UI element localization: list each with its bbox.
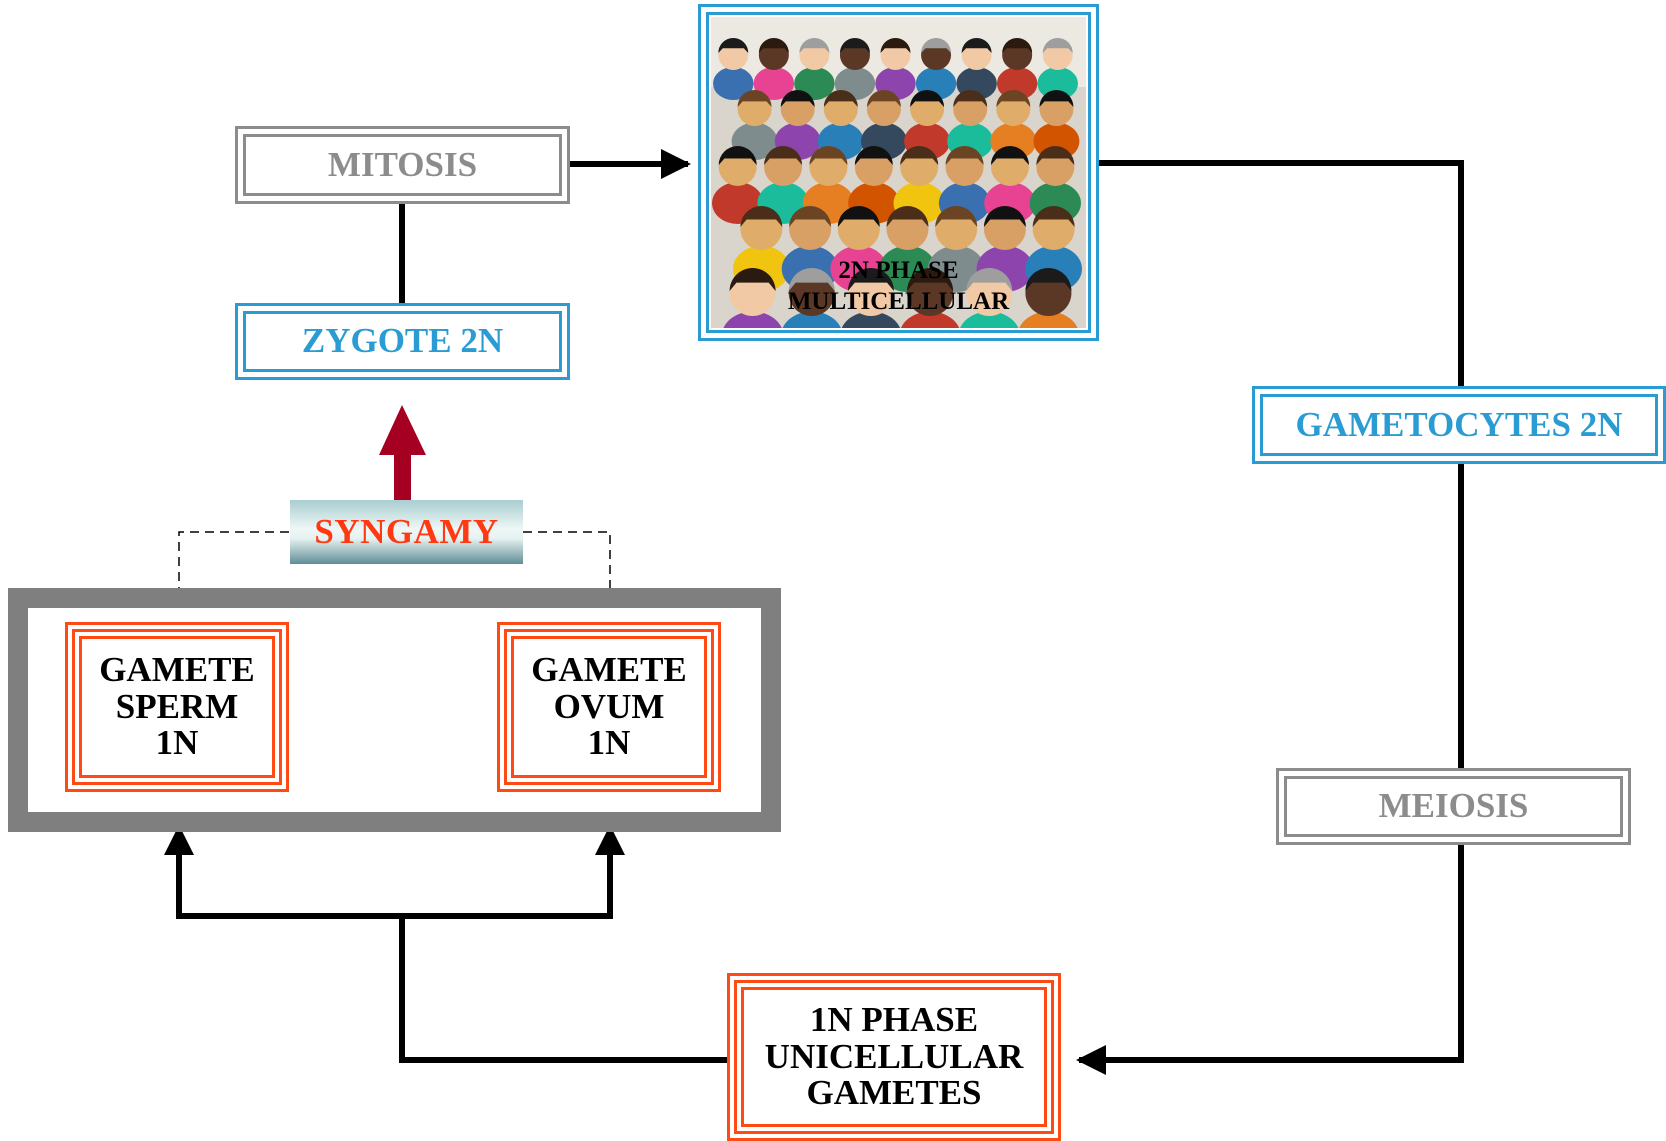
- crowd-figure-body: [753, 67, 795, 100]
- syngamy-arrow: [379, 405, 426, 502]
- crowd-figure-body: [960, 311, 1019, 328]
- gamete-sperm-line2: SPERM: [115, 686, 239, 726]
- crowd-figure-hair: [996, 90, 1031, 107]
- crowd-figure-hair: [1036, 146, 1075, 165]
- crowd-figure-body: [900, 311, 960, 328]
- crowd-figure-hair: [737, 90, 772, 107]
- zygote-box: ZYGOTE 2N: [235, 303, 570, 380]
- haploid-phase-line2: UNICELLULAR: [764, 1036, 1024, 1076]
- haploid-phase-box: 1N PHASE UNICELLULAR GAMETES: [727, 973, 1061, 1141]
- crowd-figure-hair: [729, 268, 776, 291]
- meiosis-box: MEIOSIS: [1276, 768, 1631, 845]
- crowd-illustration: [711, 17, 1086, 328]
- arrow-to-gamete-sperm: [164, 825, 402, 919]
- crowd-figure-hair: [921, 38, 952, 53]
- crowd-figure-hair: [809, 146, 848, 165]
- gamete-ovum-line1: GAMETE: [531, 649, 687, 689]
- crowd-figure-hair: [837, 206, 880, 227]
- crowd-figure-hair: [718, 38, 749, 53]
- gametocytes-box: GAMETOCYTES 2N: [1252, 386, 1666, 464]
- line-haploid-phase-to-gametes: [399, 916, 727, 1063]
- crowd-figure-hair: [799, 38, 830, 53]
- crowd-figure-body: [841, 311, 901, 328]
- syngamy-label: SYNGAMY: [314, 512, 499, 551]
- crowd-figure-body: [713, 67, 754, 100]
- gamete-ovum-line2: OVUM: [553, 686, 665, 726]
- crowd-figure-hair: [839, 38, 870, 53]
- arrow-to-gamete-ovum: [402, 825, 625, 919]
- gamete-sperm-box: GAMETE SPERM 1N: [65, 622, 289, 792]
- line-diploid-phase-to-haploid-phase: [1076, 160, 1464, 1075]
- crowd-figures: [712, 38, 1082, 328]
- crowd-figure-body: [1019, 311, 1078, 328]
- crowd-figure-body: [782, 311, 841, 328]
- crowd-figure-hair: [847, 268, 894, 291]
- crowd-figure-hair: [788, 268, 835, 291]
- crowd-of-people-photo: [711, 17, 1086, 328]
- crowd-figure-hair: [1039, 90, 1074, 107]
- crowd-figure-hair: [1032, 206, 1075, 227]
- gamete-ovum-line3: 1N: [587, 723, 631, 763]
- crowd-figure-body: [723, 311, 782, 328]
- crowd-figure-hair: [880, 38, 911, 53]
- crowd-figure-hair: [1002, 38, 1033, 53]
- mitosis-box: MITOSIS: [235, 126, 570, 204]
- crowd-figure-hair: [900, 146, 939, 165]
- crowd-figure-body: [1037, 67, 1078, 100]
- diploid-phase-caption: 2N PHASE MULTICELLULAR: [711, 255, 1086, 317]
- crowd-figure-hair: [758, 38, 789, 53]
- crowd-figure-hair: [910, 90, 945, 107]
- crowd-figure-hair: [789, 206, 832, 227]
- gamete-sperm-line3: 1N: [155, 723, 199, 763]
- crowd-figure-hair: [961, 38, 992, 53]
- crowd-figure-hair: [935, 205, 978, 227]
- gametocytes-label: GAMETOCYTES 2N: [1295, 404, 1623, 444]
- crowd-figure-hair: [983, 206, 1026, 227]
- crowd-figure-hair: [886, 206, 929, 227]
- crowd-figure-hair: [907, 268, 954, 291]
- crowd-figure-hair: [945, 146, 984, 165]
- diploid-phase-line1: 2N PHASE: [838, 257, 959, 284]
- crowd-figure-hair: [740, 206, 783, 227]
- crowd-figure-hair: [966, 268, 1013, 291]
- crowd-figure-hair: [866, 90, 901, 107]
- crowd-figure-hair: [780, 90, 815, 107]
- meiosis-label: MEIOSIS: [1378, 786, 1529, 826]
- diploid-phase-line2: MULTICELLULAR: [787, 288, 1010, 315]
- syngamy-box: SYNGAMY: [290, 500, 523, 564]
- zygote-label: ZYGOTE 2N: [301, 321, 504, 361]
- crowd-figure-hair: [953, 90, 988, 107]
- crowd-figure-hair: [718, 146, 757, 165]
- gamete-ovum-box: GAMETE OVUM 1N: [497, 622, 721, 792]
- haploid-phase-line3: GAMETES: [806, 1073, 982, 1113]
- haploid-phase-line1: 1N PHASE: [809, 999, 979, 1039]
- crowd-figure-hair: [823, 90, 858, 107]
- crowd-figure-hair: [990, 146, 1029, 165]
- crowd-figure-hair: [1025, 268, 1072, 291]
- gamete-sperm-line1: GAMETE: [99, 649, 255, 689]
- crowd-figure-hair: [1042, 38, 1073, 53]
- crowd-figure-hair: [854, 146, 893, 165]
- mitosis-label: MITOSIS: [327, 144, 478, 184]
- crowd-figure-hair: [764, 146, 803, 165]
